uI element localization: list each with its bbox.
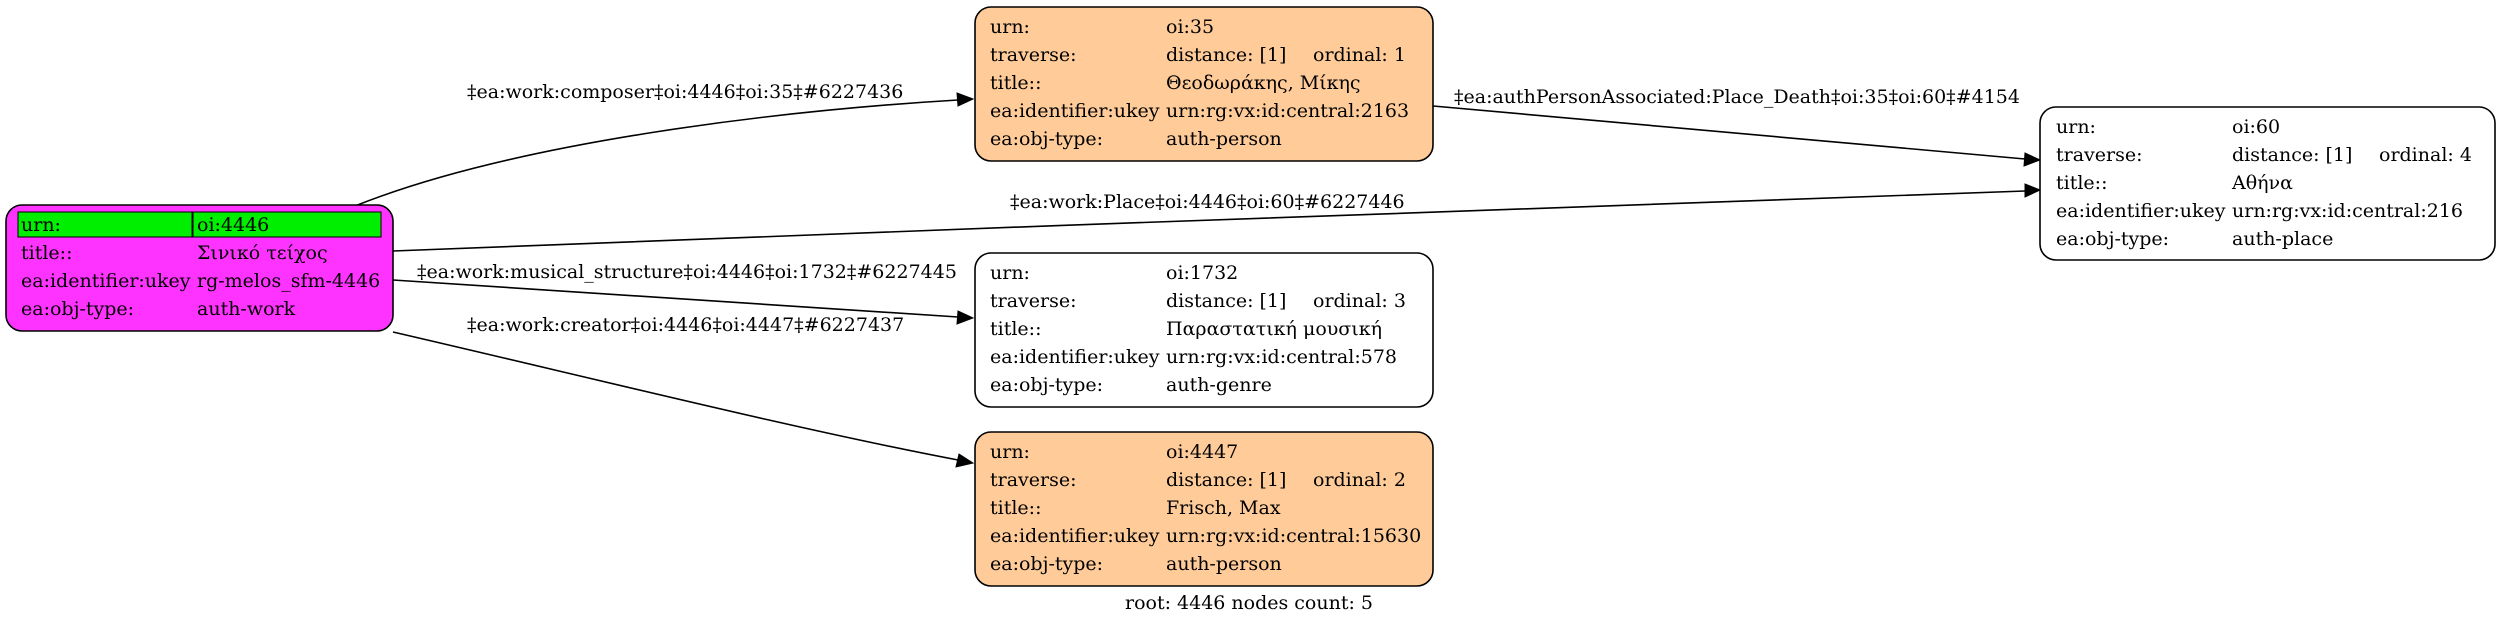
n1732-type-key: ea:obj-type:	[990, 374, 1103, 396]
root-ukey-value: rg-melos_sfm-4446	[197, 270, 380, 292]
n1732-ordinal: ordinal: 3	[1313, 290, 1406, 312]
edge-place-arrowhead	[2024, 183, 2042, 198]
n1732-title-key: title::	[990, 318, 1041, 340]
edge-place-death-arrowhead	[2023, 152, 2042, 167]
n35-title-value: Θεοδωράκης, Μίκης	[1166, 72, 1361, 94]
n35-title-key: title::	[990, 72, 1041, 94]
root-title-key: title::	[21, 242, 72, 264]
n35-urn-key: urn:	[990, 16, 1030, 38]
n4447-urn-key: urn:	[990, 441, 1030, 463]
n35-ukey-value: urn:rg:vx:id:central:2163	[1166, 100, 1409, 122]
n60-title-value: Αθήνα	[2231, 172, 2293, 194]
n35-traverse-key: traverse:	[990, 44, 1077, 66]
root-type-key: ea:obj-type:	[21, 298, 134, 320]
n60-type-value: auth-place	[2232, 228, 2333, 250]
edge-composer-arrowhead	[956, 92, 975, 107]
node-1732-box	[974, 252, 1434, 408]
root-urn-key-cell	[17, 211, 193, 238]
node-oi-4447[interactable]: urn: oi:4447 traverse: distance: [1] ord…	[974, 431, 1434, 587]
n60-urn-key: urn:	[2056, 116, 2096, 138]
node-oi-1732[interactable]: urn: oi:1732 traverse: distance: [1] ord…	[974, 252, 1434, 408]
graph-footer-label: root: 4446 nodes count: 5	[1125, 592, 1373, 614]
root-urn-value-cell	[192, 211, 382, 238]
n35-ukey-key: ea:identifier:ukey	[990, 100, 1160, 122]
edge-composer	[354, 99, 959, 207]
n4447-distance: distance: [1]	[1166, 469, 1286, 491]
edge-label-creator: ‡ea:work:creator‡oi:4446‡oi:4447‡#622743…	[467, 314, 904, 336]
root-urn-value: oi:4446	[197, 214, 269, 236]
n35-type-key: ea:obj-type:	[990, 128, 1103, 150]
n1732-urn-value: oi:1732	[1166, 262, 1238, 284]
node-4447-box	[974, 431, 1434, 587]
n1732-type-value: auth-genre	[1166, 374, 1272, 396]
n1732-urn-key: urn:	[990, 262, 1030, 284]
edge-label-musical-structure: ‡ea:work:musical_structure‡oi:4446‡oi:17…	[417, 261, 957, 283]
root-type-value: auth-work	[197, 298, 296, 320]
node-60-box	[2039, 106, 2496, 261]
n60-ukey-value: urn:rg:vx:id:central:216	[2232, 200, 2463, 222]
n35-urn-value: oi:35	[1166, 16, 1214, 38]
n60-traverse-key: traverse:	[2056, 144, 2143, 166]
node-oi-60[interactable]: urn: oi:60 traverse: distance: [1] ordin…	[2039, 106, 2496, 261]
n1732-ukey-value: urn:rg:vx:id:central:578	[1166, 346, 1397, 368]
node-oi-35[interactable]: urn: oi:35 traverse: distance: [1] ordin…	[974, 6, 1434, 162]
edge-musical-structure-arrowhead	[956, 310, 975, 325]
edge-label-composer: ‡ea:work:composer‡oi:4446‡oi:35‡#6227436	[467, 81, 903, 103]
root-ukey-key: ea:identifier:ukey	[21, 270, 191, 292]
n4447-type-key: ea:obj-type:	[990, 553, 1103, 575]
n35-ordinal: ordinal: 1	[1313, 44, 1406, 66]
n4447-type-value: auth-person	[1166, 553, 1282, 575]
n4447-urn-value: oi:4447	[1166, 441, 1238, 463]
edges: ‡ea:work:composer‡oi:4446‡oi:35‡#6227436…	[354, 81, 2042, 468]
n60-type-key: ea:obj-type:	[2056, 228, 2169, 250]
n35-type-value: auth-person	[1166, 128, 1282, 150]
root-title-value: Σινικό τείχος	[197, 242, 328, 264]
n1732-distance: distance: [1]	[1166, 290, 1286, 312]
n1732-traverse-key: traverse:	[990, 290, 1077, 312]
n35-distance: distance: [1]	[1166, 44, 1286, 66]
n4447-ukey-key: ea:identifier:ukey	[990, 525, 1160, 547]
edge-musical-structure	[392, 279, 959, 318]
n1732-ukey-key: ea:identifier:ukey	[990, 346, 1160, 368]
edge-label-place: ‡ea:work:Place‡oi:4446‡oi:60‡#6227446	[1010, 191, 1405, 213]
n60-title-key: title::	[2056, 172, 2107, 194]
n60-ukey-key: ea:identifier:ukey	[2056, 200, 2226, 222]
n1732-title-value: Παραστατική μουσική	[1166, 318, 1382, 340]
n4447-traverse-key: traverse:	[990, 469, 1077, 491]
node-35-box	[974, 6, 1434, 162]
edge-label-place-death: ‡ea:authPersonAssociated:Place_Death‡oi:…	[1454, 86, 2020, 108]
root-urn-key: urn:	[21, 214, 61, 236]
n60-urn-value: oi:60	[2232, 116, 2280, 138]
edge-creator-arrowhead	[955, 453, 975, 468]
n4447-title-key: title::	[990, 497, 1041, 519]
n60-distance: distance: [1]	[2232, 144, 2352, 166]
n4447-title-value: Frisch, Max	[1166, 497, 1281, 519]
edge-creator	[392, 331, 959, 461]
node-root-4446[interactable]: urn: oi:4446 title:: Σινικό τείχος ea:id…	[5, 204, 394, 332]
edge-place-death	[1432, 105, 2026, 160]
n4447-ordinal: ordinal: 2	[1313, 469, 1406, 491]
n60-ordinal: ordinal: 4	[2379, 144, 2472, 166]
n4447-ukey-value: urn:rg:vx:id:central:15630	[1166, 525, 1421, 547]
edge-place	[392, 190, 2026, 252]
